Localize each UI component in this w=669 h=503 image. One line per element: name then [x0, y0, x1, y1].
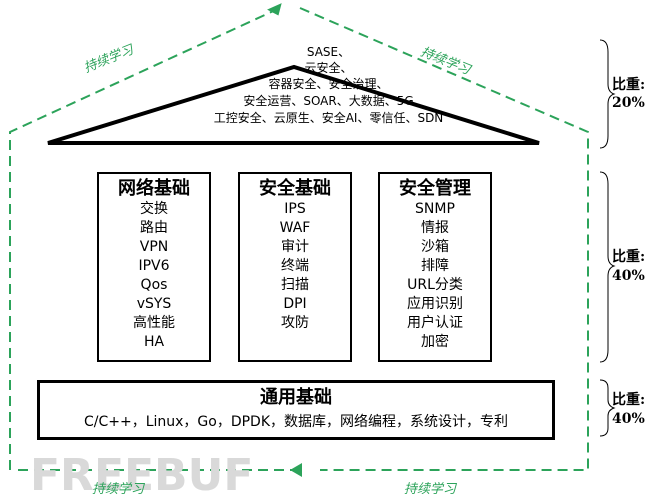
column-item: URL分类	[407, 277, 463, 293]
column-item: Qos	[140, 277, 168, 293]
column-security-management: 安全管理 SNMP 情报 沙箱 排障 URL分类 应用识别 用户认证 加密	[378, 172, 492, 362]
loop-arrowhead-top	[267, 3, 282, 16]
column-security-basics: 安全基础 IPS WAF 审计 终端 扫描 DPI 攻防	[238, 172, 352, 362]
column-item: vSYS	[136, 296, 172, 312]
weight-brackets	[599, 39, 616, 437]
column-item: 扫描	[281, 277, 309, 293]
column-item: 沙箱	[421, 239, 449, 255]
column-item: SNMP	[415, 201, 455, 217]
column-item: 审计	[281, 239, 309, 255]
roof-line-4: 安全运营、SOAR、大数据、5G	[243, 94, 414, 108]
loop-arrowhead-bottom	[290, 463, 302, 477]
column-item: IPV6	[138, 258, 170, 274]
roof-triangle	[47, 64, 540, 145]
weight-bottom-label: 比重:	[612, 392, 646, 408]
base-text: C/C++，Linux，Go，DPDK，数据库，网络编程，系统设计，专利	[83, 414, 509, 430]
base-title: 通用基础	[260, 387, 332, 408]
column-item: HA	[143, 334, 165, 350]
column-item: 高性能	[133, 315, 175, 331]
column-network-basics: 网络基础 交换 路由 VPN IPV6 Qos vSYS 高性能 HA	[97, 172, 211, 362]
weight-middle-label: 比重:	[612, 249, 646, 265]
roof-line-1: SASE、	[306, 45, 351, 59]
bracket-top	[599, 39, 616, 149]
learning-loop	[9, 7, 589, 471]
column-item: 交换	[140, 201, 168, 217]
column-item: DPI	[283, 296, 307, 312]
column-item: 情报	[421, 220, 449, 236]
loop-label-bottom-right: 持续学习	[404, 482, 457, 497]
weight-top-value: 20%	[612, 95, 645, 111]
loop-right-down	[299, 7, 589, 471]
weight-middle-value: 40%	[612, 268, 645, 284]
roof-line-5: 工控安全、云原生、安全AI、零信任、SDN	[213, 111, 444, 125]
column-item: VPN	[139, 239, 169, 255]
column-title: 安全管理	[399, 178, 471, 199]
weight-top-label: 比重:	[612, 77, 646, 93]
column-item: 应用识别	[407, 296, 463, 312]
roof-line-2: 云安全、	[304, 61, 353, 75]
column-item: WAF	[279, 220, 311, 236]
column-item: 加密	[421, 334, 449, 350]
column-item: 路由	[140, 220, 168, 236]
roof-line-3: 容器安全、安全治理、	[268, 77, 389, 91]
column-item: 排障	[421, 258, 449, 274]
bracket-middle	[599, 171, 616, 363]
column-title: 安全基础	[259, 178, 331, 199]
column-item: 用户认证	[407, 315, 463, 331]
base-foundation-box: 通用基础 C/C++，Linux，Go，DPDK，数据库，网络编程，系统设计，专…	[37, 380, 555, 440]
weight-bottom-value: 40%	[612, 411, 645, 427]
column-title: 网络基础	[118, 178, 190, 199]
watermark-logo: FREEBUF	[30, 450, 253, 501]
column-item: IPS	[284, 201, 306, 217]
column-item: 终端	[281, 258, 309, 274]
bracket-bottom	[599, 379, 616, 437]
loop-left-up	[9, 7, 281, 470]
column-item: 攻防	[281, 315, 309, 331]
loop-label-bottom-left: 持续学习	[92, 482, 145, 497]
